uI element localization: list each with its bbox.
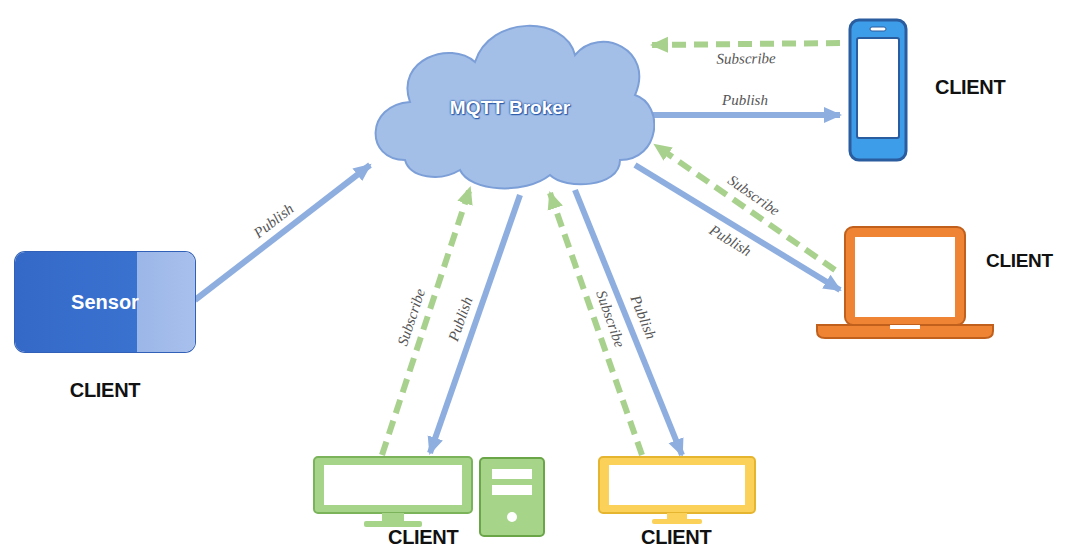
publish-arrow (430, 195, 520, 453)
publish-arrow (650, 112, 840, 118)
client-label: CLIENT (986, 250, 1053, 272)
laptop-icon (815, 225, 995, 340)
subscribe-arrow (655, 145, 835, 270)
client-label: CLIENT (70, 379, 140, 402)
phone-node: CLIENT (848, 18, 908, 163)
edge-label: Publish (250, 200, 297, 241)
edge-label: Subscribe (716, 50, 775, 68)
publish-arrow (635, 165, 840, 290)
desktop-icon (312, 455, 547, 537)
cloud-node: MQTT Broker (365, 10, 655, 190)
client-label: CLIENT (641, 526, 711, 549)
edge-label: Subscribe (592, 288, 628, 349)
edge-label: Publish (706, 221, 754, 259)
publish-arrow (575, 190, 682, 455)
edge-label: Subscribe (724, 171, 782, 219)
edge-label: Publish (445, 295, 476, 344)
node-title: MQTT Broker (450, 97, 570, 119)
monitor-node: CLIENT (597, 455, 757, 530)
edge-label: Subscribe (394, 286, 429, 348)
client-label: CLIENT (935, 76, 1005, 99)
sensor-box: SensorCLIENT (15, 252, 195, 352)
subscribe-arrow (652, 43, 840, 45)
phone-icon (848, 18, 908, 163)
laptop-node: CLIENT (815, 225, 995, 340)
edge-label: Publish (722, 92, 768, 109)
monitor-icon (597, 455, 757, 530)
edge-label: Publish (626, 292, 659, 341)
publish-arrow (195, 165, 370, 300)
node-title: Sensor (71, 291, 139, 314)
client-label: CLIENT (388, 526, 458, 549)
desktop-node: CLIENT (312, 455, 547, 537)
